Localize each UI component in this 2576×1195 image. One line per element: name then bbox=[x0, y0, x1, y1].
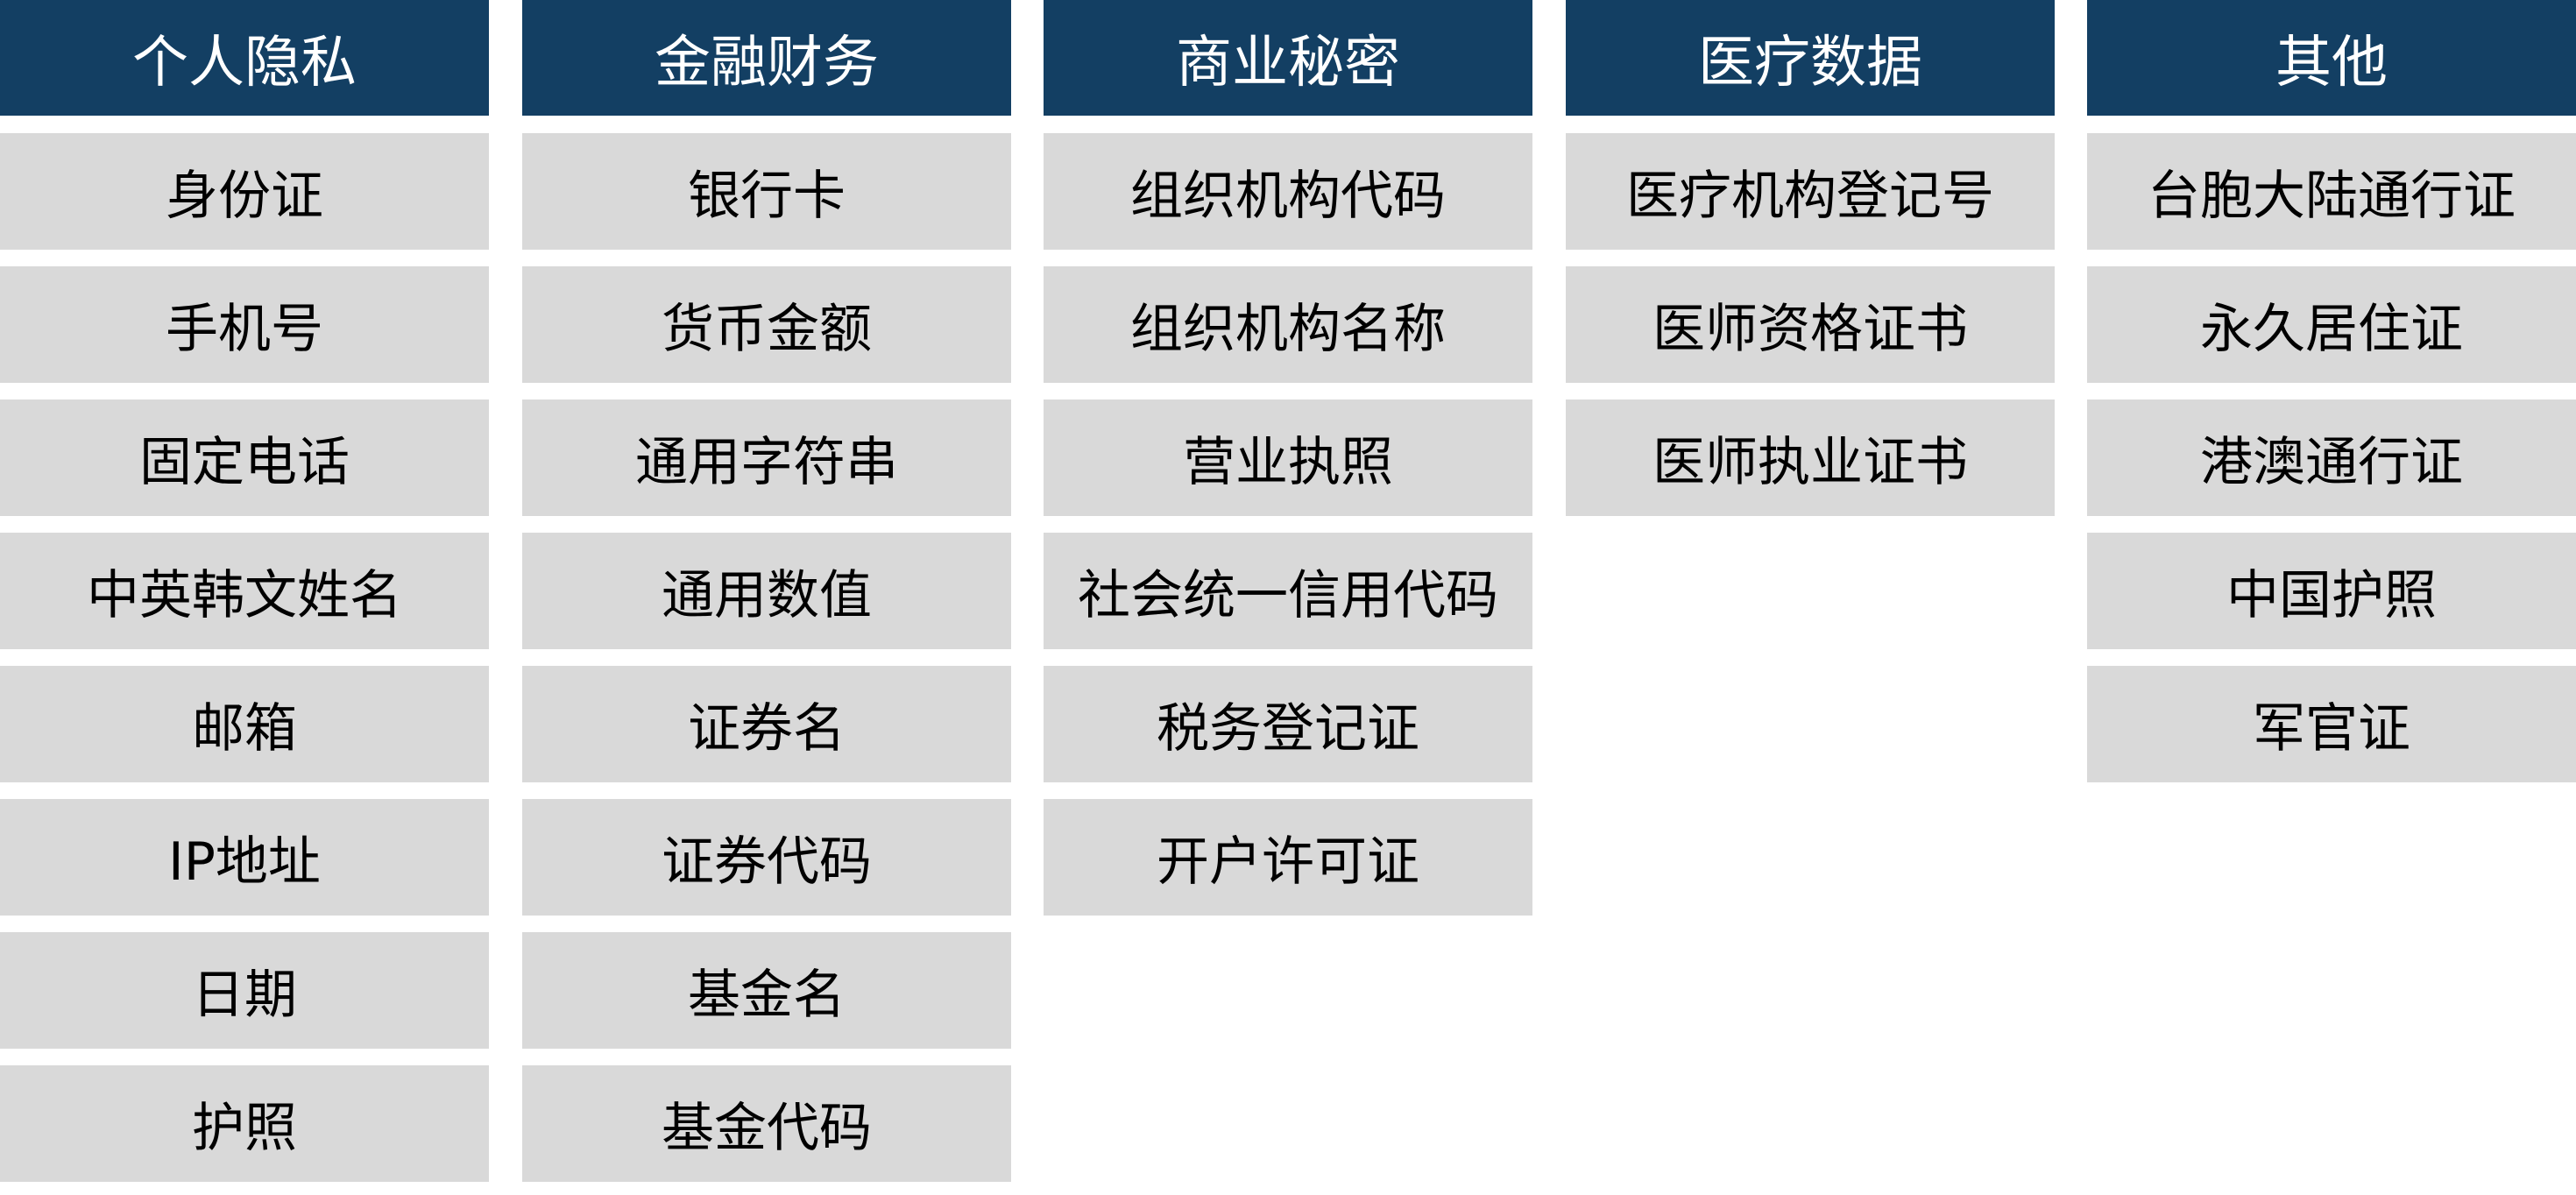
data-type-item: 货币金额 bbox=[522, 266, 1011, 383]
data-type-item: 证券名 bbox=[522, 666, 1011, 782]
data-type-item: 证券代码 bbox=[522, 799, 1011, 916]
data-type-item: 中英韩文姓名 bbox=[0, 533, 489, 649]
category-header: 商业秘密 bbox=[1044, 0, 1532, 116]
data-type-item: 固定电话 bbox=[0, 400, 489, 516]
data-type-item: 护照 bbox=[0, 1065, 489, 1182]
data-type-item: 营业执照 bbox=[1044, 400, 1532, 516]
data-type-item: 银行卡 bbox=[522, 133, 1011, 250]
category-header: 个人隐私 bbox=[0, 0, 489, 116]
category-header: 其他 bbox=[2087, 0, 2576, 116]
data-type-item: 社会统一信用代码 bbox=[1044, 533, 1532, 649]
data-type-item: 身份证 bbox=[0, 133, 489, 250]
data-type-item: 开户许可证 bbox=[1044, 799, 1532, 916]
category-column: 个人隐私身份证手机号固定电话中英韩文姓名邮箱 IP地址日期护照 bbox=[0, 0, 489, 1182]
category-header: 金融财务 bbox=[522, 0, 1011, 116]
category-column: 商业秘密组织机构代码组织机构名称营业执照社会统一信用代码税务登记证开户许可证 bbox=[1044, 0, 1532, 916]
category-column: 其他台胞大陆通行证永久居住证港澳通行证中国护照军官证 bbox=[2087, 0, 2576, 782]
data-type-item: 手机号 bbox=[0, 266, 489, 383]
data-type-item: 永久居住证 bbox=[2087, 266, 2576, 383]
data-type-item: 医师资格证书 bbox=[1566, 266, 2055, 383]
data-type-item: 台胞大陆通行证 bbox=[2087, 133, 2576, 250]
data-type-item: 邮箱 bbox=[0, 666, 489, 782]
data-type-item: 组织机构名称 bbox=[1044, 266, 1532, 383]
data-type-item: 医师执业证书 bbox=[1566, 400, 2055, 516]
data-type-item: 军官证 bbox=[2087, 666, 2576, 782]
data-type-item: 组织机构代码 bbox=[1044, 133, 1532, 250]
data-type-item: 基金名 bbox=[522, 932, 1011, 1049]
data-type-item: 通用数值 bbox=[522, 533, 1011, 649]
data-type-item: 中国护照 bbox=[2087, 533, 2576, 649]
category-column: 医疗数据医疗机构登记号医师资格证书医师执业证书 bbox=[1566, 0, 2055, 516]
data-type-item: IP地址 bbox=[0, 799, 489, 916]
data-type-item: 基金代码 bbox=[522, 1065, 1011, 1182]
data-type-item: 日期 bbox=[0, 932, 489, 1049]
data-type-item: 医疗机构登记号 bbox=[1566, 133, 2055, 250]
category-header: 医疗数据 bbox=[1566, 0, 2055, 116]
data-type-item: 港澳通行证 bbox=[2087, 400, 2576, 516]
data-type-item: 通用字符串 bbox=[522, 400, 1011, 516]
category-column: 金融财务银行卡货币金额通用字符串通用数值证券名证券代码基金名基金代码 bbox=[522, 0, 1011, 1182]
data-type-item: 税务登记证 bbox=[1044, 666, 1532, 782]
